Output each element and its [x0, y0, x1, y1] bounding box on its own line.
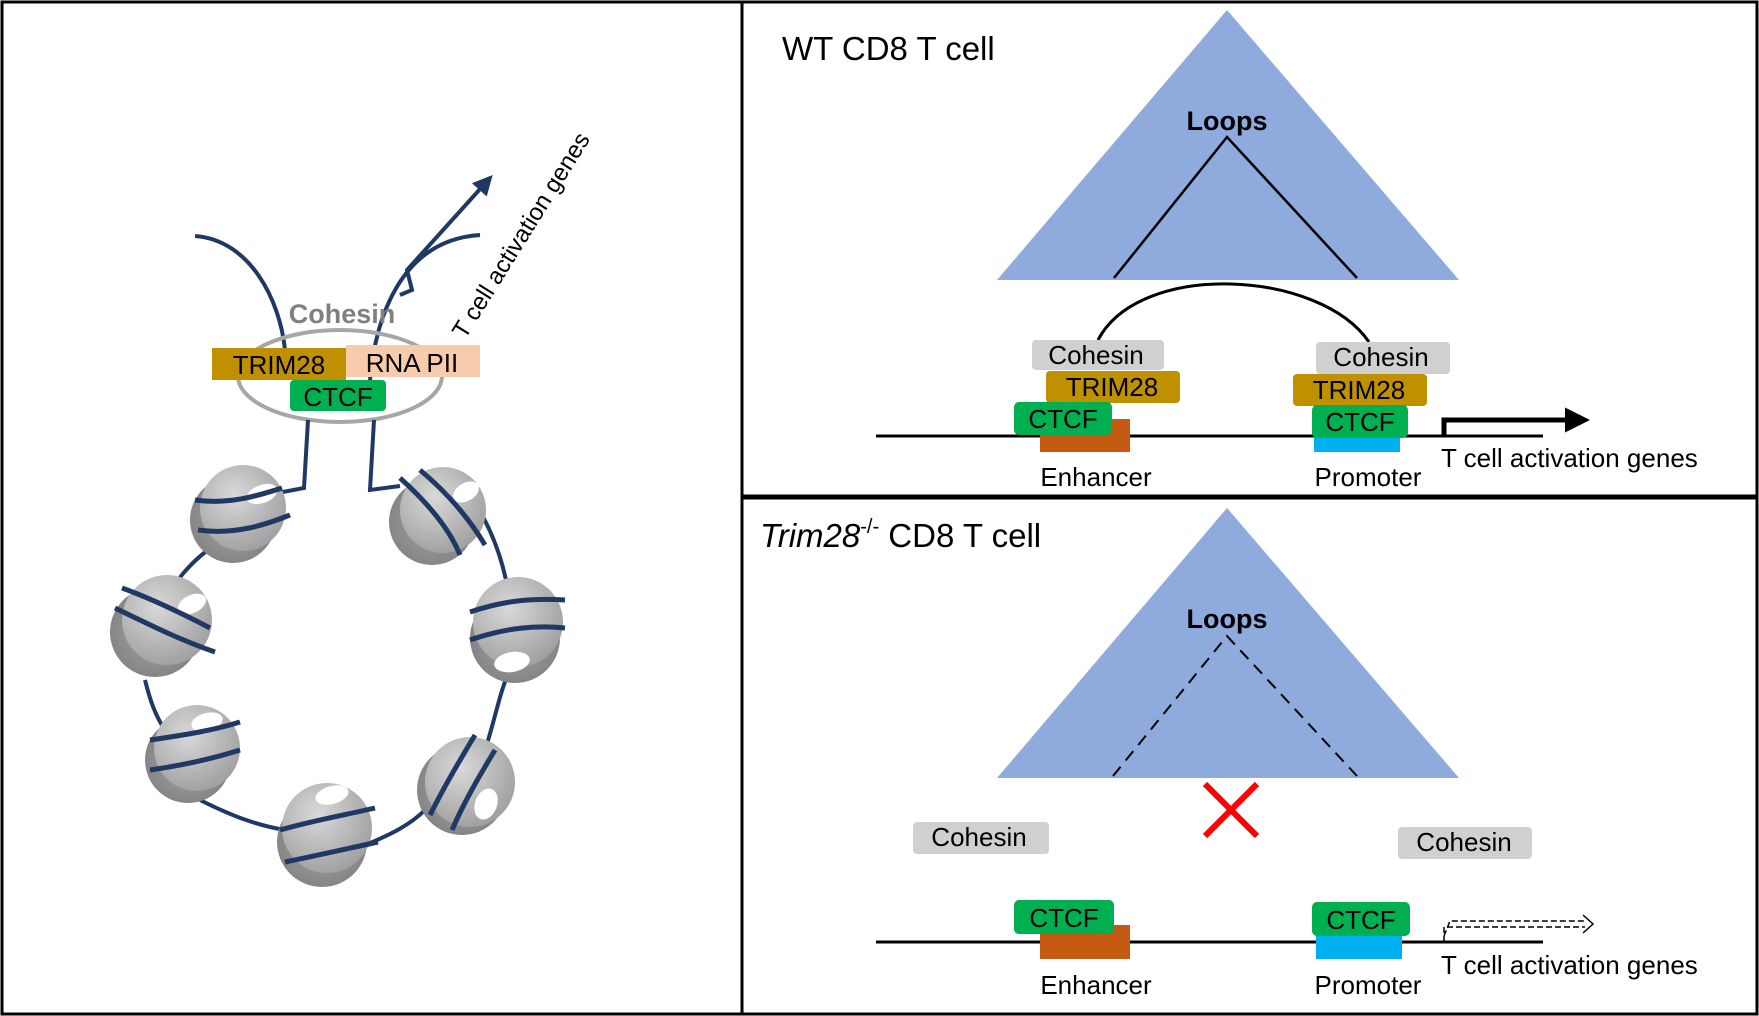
ko-loops-label: Loops: [1187, 604, 1268, 634]
trim28-box: [212, 348, 346, 380]
wt-loops-triangle: [997, 10, 1459, 280]
ko-loops-triangle: [997, 508, 1459, 778]
ko-title-italic: Trim28: [760, 517, 861, 554]
wt-ctcf-left-label: CTCF: [1028, 404, 1097, 434]
nucleosome-1: [190, 465, 291, 563]
left-panel: Cohesin TRIM28 RNA PII CTCF T cell activ…: [110, 128, 596, 887]
wt-trim28-right-label: TRIM28: [1313, 375, 1405, 405]
wt-ctcf-right-box: [1312, 405, 1408, 438]
ko-gene-arrow-dashed-2: [1443, 920, 1585, 937]
ctcf-box-left: [290, 380, 386, 411]
wt-promoter-label: Promoter: [1315, 462, 1422, 492]
ko-cohesin-right-box: [1398, 827, 1532, 859]
wt-trim28-right-box: [1293, 374, 1427, 406]
ko-loop-lines-dashed: [1112, 634, 1358, 777]
ko-enhancer-label: Enhancer: [1040, 970, 1152, 1000]
nucleosome-4: [469, 577, 566, 683]
wt-ctcf-right-label: CTCF: [1325, 407, 1394, 437]
ko-title-sup: -/-: [860, 516, 879, 538]
cohesin-label: Cohesin: [289, 299, 396, 329]
ko-panel: Trim28-/- CD8 T cell Loops Cohesin Cohes…: [760, 508, 1698, 1000]
ko-title-rest: CD8 T cell: [879, 517, 1041, 554]
rna-pii-box: [346, 345, 480, 377]
wt-cohesin-left-label: Cohesin: [1048, 340, 1143, 370]
ko-red-cross: [1202, 781, 1260, 839]
wt-gene-arrow: [1441, 407, 1590, 436]
ko-gene-arrowhead: [1582, 914, 1595, 934]
nucleosome-2: [389, 467, 488, 565]
ko-genes-label: T cell activation genes: [1441, 950, 1698, 980]
ko-promoter-label: Promoter: [1315, 970, 1422, 1000]
dna-strand-left-top: [194, 234, 287, 351]
rna-pii-label: RNA PII: [366, 348, 458, 378]
dna-loop: [143, 493, 512, 847]
dna-stem-right: [367, 419, 401, 493]
nucleosome-6: [417, 733, 515, 835]
ctcf-label-left: CTCF: [303, 382, 372, 412]
wt-panel-title: WT CD8 T cell: [782, 30, 995, 67]
wt-cohesin-left-box: [1032, 340, 1164, 370]
wt-loop-lines: [1113, 135, 1358, 279]
ko-gene-arrow-dashed: [1443, 926, 1585, 942]
activation-arrow: [399, 175, 493, 297]
wt-ctcf-left-box: [1014, 402, 1112, 435]
wt-genes-label: T cell activation genes: [1441, 443, 1698, 473]
ko-panel-title: Trim28-/- CD8 T cell: [760, 516, 1041, 554]
wt-loops-label: Loops: [1187, 106, 1268, 136]
wt-cohesin-right-label: Cohesin: [1333, 342, 1428, 372]
ko-ctcf-left-label: CTCF: [1029, 903, 1098, 933]
ko-cohesin-right-label: Cohesin: [1416, 827, 1511, 857]
ko-cohesin-left-box: [913, 822, 1049, 854]
ko-ctcf-right-box: [1312, 902, 1410, 936]
wt-trim28-left-label: TRIM28: [1066, 372, 1158, 402]
wt-loop-arc: [1096, 282, 1371, 343]
nucleosome-7: [277, 783, 379, 887]
wt-enhancer-label: Enhancer: [1040, 462, 1152, 492]
ko-ctcf-right-label: CTCF: [1326, 905, 1395, 935]
trim28-label: TRIM28: [233, 350, 325, 380]
ko-cohesin-left-label: Cohesin: [931, 822, 1026, 852]
nucleosome-5: [145, 705, 241, 803]
nucleosome-3: [110, 575, 216, 677]
wt-trim28-left-box: [1046, 371, 1180, 403]
wt-panel: WT CD8 T cell Loops Cohesin TRIM28 CTCF …: [782, 10, 1698, 492]
ko-ctcf-left-box: [1014, 900, 1114, 934]
wt-cohesin-right-box: [1316, 342, 1450, 374]
